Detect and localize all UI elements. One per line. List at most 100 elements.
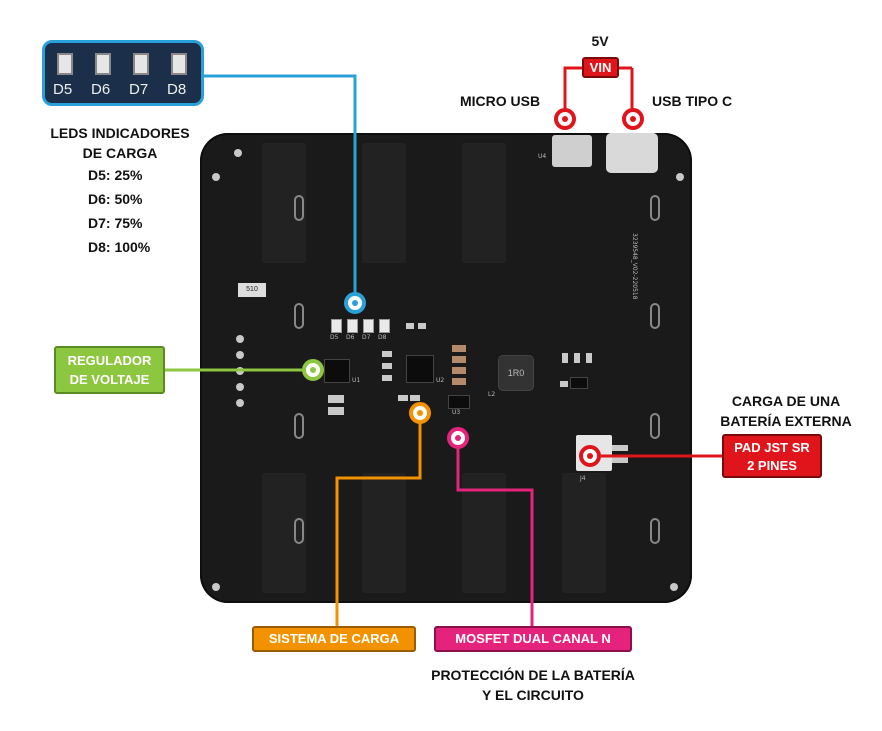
cap xyxy=(382,375,392,381)
connector-pad xyxy=(236,399,244,407)
silk-d8: D8 xyxy=(378,334,387,341)
mount-slot xyxy=(294,413,304,439)
cap xyxy=(382,363,392,369)
cap xyxy=(410,395,420,401)
regulator-line1: REGULADOR xyxy=(67,353,152,368)
jst-line2: 2 PINES xyxy=(747,458,797,473)
voltage-label: 5V xyxy=(591,33,609,49)
pad xyxy=(234,149,242,157)
usb-c-label: USB TIPO C xyxy=(652,93,733,109)
leds-level-d5: D5: 25% xyxy=(88,167,143,183)
board-led-d5 xyxy=(331,319,342,333)
protection-line1: PROTECCIÓN DE LA BATERÍA xyxy=(431,667,635,683)
leds-title-line1: LEDS INDICADORES xyxy=(50,125,190,141)
silk-u4: U4 xyxy=(538,153,547,160)
charging-tag: SISTEMA DE CARGA xyxy=(252,626,416,652)
cap xyxy=(418,323,426,329)
led-panel-label-d7: D7 xyxy=(129,81,149,98)
board-led-d6 xyxy=(347,319,358,333)
cap xyxy=(560,381,568,387)
resistor-510: 510 xyxy=(238,283,266,297)
mount-slot xyxy=(650,195,660,221)
cap xyxy=(406,323,414,329)
silk-u2: U2 xyxy=(436,377,445,384)
pad xyxy=(676,173,684,181)
jst-tag: PAD JST SR 2 PINES xyxy=(722,434,822,478)
connector-pad xyxy=(236,383,244,391)
inductor-1r0: 1R0 xyxy=(498,355,534,391)
slot xyxy=(262,473,306,593)
usb-c-connector xyxy=(606,133,658,173)
slot xyxy=(362,143,406,263)
board-led-d7 xyxy=(363,319,374,333)
chip-q xyxy=(570,377,588,389)
slot xyxy=(562,473,606,593)
jst-pin xyxy=(612,445,628,451)
resistor-label: 510 xyxy=(246,286,258,293)
led-panel-label-d8: D8 xyxy=(167,81,187,98)
cap xyxy=(328,395,344,403)
inductor-label: 1R0 xyxy=(507,368,525,378)
leds-level-d8: D8: 100% xyxy=(88,239,151,255)
silk-d6: D6 xyxy=(346,334,355,341)
mosfet-leader-line xyxy=(456,448,534,626)
pad xyxy=(212,173,220,181)
pcb-board: 510 D5 D6 D7 D8 U1 U2 U3 1R0 L2 U4 J4 xyxy=(200,133,692,603)
res xyxy=(586,353,592,363)
jst-pin xyxy=(612,457,628,463)
mount-slot xyxy=(294,518,304,544)
vin-leader-line xyxy=(563,66,634,110)
led-leader-line xyxy=(204,74,357,293)
regulator-line2: DE VOLTAJE xyxy=(69,372,150,387)
slot xyxy=(362,473,406,593)
led-panel-label-d6: D6 xyxy=(91,81,111,98)
led-panel-label-d5: D5 xyxy=(53,81,73,98)
mosfet-tag: MOSFET DUAL CANAL N xyxy=(434,626,632,652)
slot xyxy=(462,143,506,263)
connector-pad xyxy=(236,335,244,343)
connector-pad xyxy=(236,351,244,359)
regulator-tag: REGULADOR DE VOLTAJE xyxy=(54,346,165,394)
external-line1: CARGA DE UNA xyxy=(731,393,841,409)
silk-u1: U1 xyxy=(352,377,361,384)
led-panel-led xyxy=(57,53,73,75)
silk-l2: L2 xyxy=(488,391,496,398)
cap xyxy=(452,378,466,385)
silk-d7: D7 xyxy=(362,334,371,341)
mount-slot xyxy=(650,518,660,544)
mount-slot xyxy=(294,195,304,221)
led-panel-led xyxy=(95,53,111,75)
cap xyxy=(382,351,392,357)
mount-slot xyxy=(650,413,660,439)
silk-d5: D5 xyxy=(330,334,339,341)
chip-u2 xyxy=(406,355,434,383)
leds-level-d6: D6: 50% xyxy=(88,191,143,207)
chip-u3 xyxy=(448,395,470,409)
slot xyxy=(262,143,306,263)
leds-title-line2: DE CARGA xyxy=(82,145,158,161)
pad xyxy=(212,583,220,591)
external-line2: BATERÍA EXTERNA xyxy=(720,413,852,429)
jst-line1: PAD JST SR xyxy=(734,440,810,455)
vin-tag: VIN xyxy=(582,57,619,78)
led-panel-led xyxy=(171,53,187,75)
leds-level-d7: D7: 75% xyxy=(88,215,143,231)
board-led-d8 xyxy=(379,319,390,333)
cap xyxy=(398,395,408,401)
led-panel: D5 D6 D7 D8 xyxy=(42,40,204,106)
led-panel-led xyxy=(133,53,149,75)
cap xyxy=(452,367,466,374)
cap xyxy=(452,356,466,363)
res xyxy=(562,353,568,363)
protection-line2: Y EL CIRCUITO xyxy=(482,687,584,703)
pad xyxy=(670,583,678,591)
micro-usb-label: MICRO USB xyxy=(460,93,541,109)
cap xyxy=(452,345,466,352)
res xyxy=(574,353,580,363)
chip-u1 xyxy=(324,359,350,383)
slot xyxy=(462,473,506,593)
silk-j4: J4 xyxy=(580,475,586,482)
silk-u3: U3 xyxy=(452,409,461,416)
mount-slot xyxy=(294,303,304,329)
